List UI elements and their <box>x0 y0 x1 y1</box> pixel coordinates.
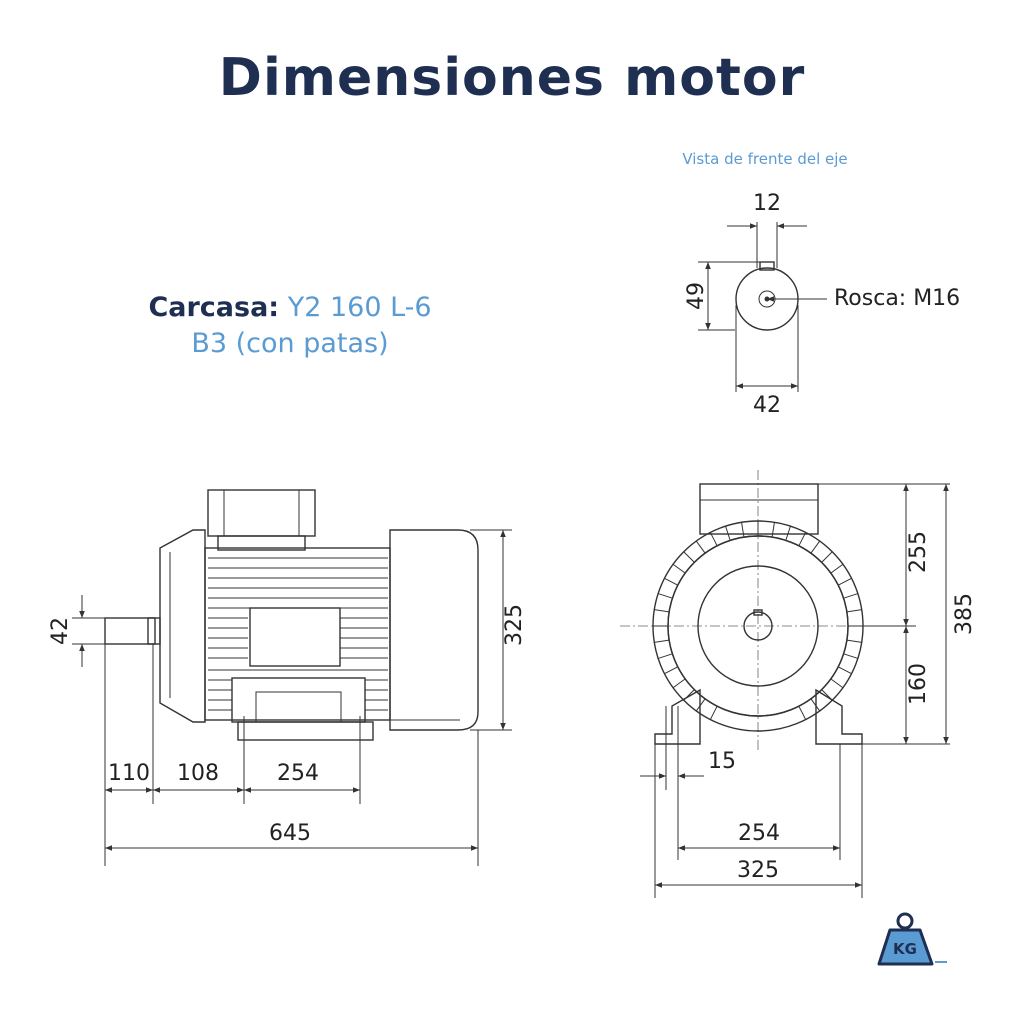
fin-line <box>843 593 859 599</box>
fin-line <box>741 522 745 538</box>
fin-line <box>846 639 862 643</box>
side-view: 42 325 110 108 254 645 <box>48 489 527 866</box>
fin-line <box>830 678 844 689</box>
total-height-label: 385 <box>952 593 977 635</box>
housing-model: Y2 160 L-6 <box>287 292 432 323</box>
fin-line <box>843 653 859 659</box>
fin-line <box>785 525 791 541</box>
fin-line <box>672 563 686 574</box>
shaft-length-label: 110 <box>108 761 150 786</box>
end-shield <box>697 565 819 687</box>
fin-line <box>657 653 673 659</box>
fin-line <box>695 540 706 554</box>
fin-line <box>709 705 718 720</box>
fin-line <box>664 666 679 675</box>
fin-line <box>810 698 821 712</box>
foot-spacing-label: 254 <box>277 761 319 786</box>
fin-line <box>798 532 807 547</box>
fin-line <box>837 666 852 675</box>
fin-line <box>657 593 673 599</box>
fin-line <box>683 551 695 563</box>
fin-line <box>846 609 862 613</box>
fin-line <box>672 678 686 689</box>
front-terminal-box <box>699 483 819 535</box>
fin-line <box>695 698 706 712</box>
fin-line <box>683 689 695 701</box>
shaft-diameter-label: 42 <box>753 393 781 418</box>
foot-base <box>237 721 374 741</box>
weight-badge-label: KG <box>893 940 917 958</box>
side-shaft-dia-label: 42 <box>48 617 73 645</box>
fin-line <box>821 551 833 563</box>
cooling-fins <box>208 557 388 711</box>
fin-line <box>798 705 807 720</box>
housing-mount: B3 (con patas) <box>191 328 389 359</box>
side-shaft <box>104 617 156 645</box>
side-body-height-label: 325 <box>502 604 527 646</box>
weight-icon: KG <box>877 912 947 966</box>
fin-line <box>837 577 852 586</box>
fin-line <box>771 522 775 538</box>
upper-height-label: 255 <box>906 531 931 573</box>
fin-line <box>709 532 718 547</box>
front-view: 255 160 385 15 254 325 <box>620 470 977 898</box>
fin-line <box>654 639 670 643</box>
front-foot-left <box>654 688 701 745</box>
nameplate <box>249 607 341 667</box>
shaft-height-label: 49 <box>684 282 709 310</box>
end-flange <box>159 529 206 723</box>
total-length-label: 645 <box>269 821 311 846</box>
hole-label: 15 <box>708 749 736 774</box>
shaft-key-width-label: 12 <box>753 191 781 216</box>
foot-block <box>231 677 366 723</box>
fan-cover <box>389 529 479 731</box>
fin-line <box>830 563 844 574</box>
motor-body <box>204 547 391 721</box>
front-foot-right <box>815 688 863 745</box>
shaft-view-title: Vista de frente del eje <box>682 150 848 168</box>
fin-line <box>725 525 731 541</box>
page-title: Dimensiones motor <box>218 48 806 108</box>
front-foot-width-label: 254 <box>738 821 780 846</box>
front-shaft <box>743 611 773 641</box>
fin-line <box>821 689 833 701</box>
base-width-label: 325 <box>737 858 779 883</box>
front-fins <box>653 521 863 720</box>
axis-height-label: 160 <box>906 663 931 705</box>
flange-to-foot-label: 108 <box>177 761 219 786</box>
thread-label: Rosca: M16 <box>834 286 960 311</box>
shaft-front-view: 12 Rosca: M16 49 42 <box>684 191 960 418</box>
housing-label: Carcasa: <box>148 292 280 323</box>
fin-line <box>664 577 679 586</box>
housing-info: Carcasa: Y2 160 L-6 B3 (con patas) <box>120 290 460 362</box>
fin-line <box>654 609 670 613</box>
fin-line <box>810 540 821 554</box>
